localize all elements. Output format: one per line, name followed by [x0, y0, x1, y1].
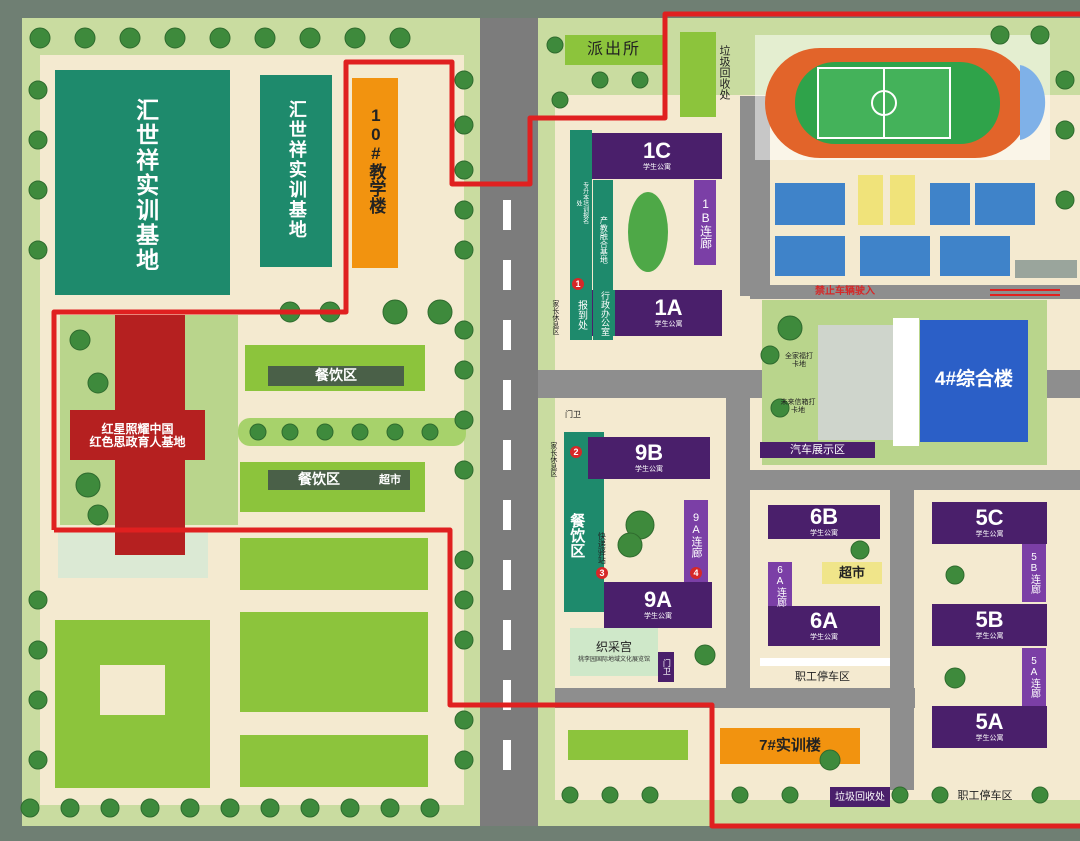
zhicai-label: 织采宫 桃李园国际地域文化展览馆	[570, 630, 658, 674]
corridor-9A-label: 9A连廊	[690, 512, 703, 558]
corridor-5A-label: 5A连廊	[1028, 656, 1040, 698]
police-station	[565, 35, 663, 65]
supermarket-right-label: 超市	[838, 564, 865, 580]
huishixiang-building-2	[260, 75, 332, 267]
car-display-label: 汽车展示区	[790, 443, 845, 456]
supermarket-left-label: 超市	[379, 473, 401, 486]
zhicai-name: 织采宫	[595, 639, 632, 654]
dining-lower-label: 餐饮区	[298, 471, 340, 488]
dorm-5A	[932, 706, 1047, 748]
dorm-1C-name: 1C	[642, 138, 672, 164]
corridor-5B	[1022, 544, 1046, 602]
dorm-9A-label: 9A 学生公寓	[604, 582, 712, 628]
huishixiang-building-1	[55, 70, 230, 295]
dorm-6B	[768, 505, 880, 539]
admin-office-label: 行政办公室	[599, 290, 610, 336]
supermarket-right	[822, 562, 882, 584]
dorm-9B-name: 9B	[634, 440, 664, 466]
training-7-label: 7#实训楼	[759, 736, 821, 754]
corridor-1B-label: 1B连廊	[698, 196, 713, 249]
dorm-6A	[768, 606, 880, 646]
dorm-5B-sub: 学生公寓	[975, 633, 1004, 641]
zhicai-palace	[570, 628, 658, 676]
corridor-6A	[768, 562, 792, 610]
industry-base-label: 产教融合基地	[599, 216, 609, 264]
dorm-9A-name: 9A	[643, 587, 673, 613]
dorm-1C-sub: 学生公寓	[643, 164, 671, 172]
teaching-building-10-label: 10#教学楼	[366, 106, 386, 214]
huishixiang-label-1: 汇世祥实训基地	[132, 97, 159, 273]
dorm-5B-name: 5B	[975, 607, 1004, 633]
marker-4: 4	[690, 567, 702, 579]
corridor-6A-label: 6A连廊	[774, 565, 786, 607]
dorm-6B-name: 6B	[809, 504, 839, 530]
gate-1-label: 门卫	[562, 406, 584, 424]
marker-1: 1	[572, 278, 584, 290]
dorm-5C-label: 5C 学生公寓	[932, 502, 1047, 544]
complex-4-label: 4#综合楼	[934, 368, 1014, 390]
huishixiang-label-2: 汇世祥实训基地	[286, 100, 307, 240]
red-star-base-building	[70, 315, 205, 555]
dorm-6B-label: 6B 学生公寓	[768, 505, 880, 539]
dorm-1A-label: 1A 学生公寓	[615, 290, 722, 336]
court	[775, 183, 845, 225]
dorm-5B	[932, 604, 1047, 646]
dorm-1A-name: 1A	[654, 295, 683, 321]
police-station-label: 派出所	[586, 41, 641, 59]
dorm-9A-sub: 学生公寓	[644, 613, 672, 621]
dorm-6A-sub: 学生公寓	[810, 634, 838, 642]
dorm-5C-sub: 学生公寓	[975, 531, 1004, 539]
dorm-9A	[604, 582, 712, 628]
express-label: 快递驿站	[597, 531, 607, 564]
parent-rest-2-label: 家长休息区	[549, 442, 557, 477]
dorm-9B-sub: 学生公寓	[635, 466, 663, 474]
route-boundary	[51, 11, 1080, 829]
dorm-9B	[588, 437, 710, 479]
red-star-label-line2: 红色思政育人基地	[89, 435, 186, 449]
marker-2: 2	[570, 446, 582, 458]
no-vehicle-label: 禁止车辆驶入	[815, 285, 875, 297]
recycle-point-top	[680, 32, 716, 117]
staff-parking-2-label: 职工停车区	[957, 789, 1013, 802]
dorm-6A-label: 6A 学生公寓	[768, 606, 880, 646]
small-signs-label: 专升本培训报名处	[575, 181, 588, 224]
dorm-5A-sub: 学生公寓	[975, 735, 1004, 743]
dorm-5A-label: 5A 学生公寓	[932, 706, 1047, 748]
report-office-label: 报到处	[575, 300, 587, 330]
staff-parking-1-label: 职工停车区	[795, 670, 850, 683]
dorm-1A-sub: 学生公寓	[654, 321, 683, 329]
dining-right-label: 餐饮区	[568, 512, 586, 558]
dorm-5C	[932, 502, 1047, 544]
dorm-6A-name: 6A	[809, 608, 839, 634]
corridor-5A	[1022, 648, 1046, 706]
teaching-building-10	[352, 78, 398, 268]
recycle-bottom-label: 垃圾回收处	[835, 791, 885, 803]
dorm-5C-name: 5C	[975, 505, 1004, 531]
parent-rest-1-label: 家长休息区	[551, 299, 559, 335]
red-star-label: 红星照耀中国 红色思政育人基地	[70, 414, 205, 458]
gate-2-label: 门卫	[658, 652, 674, 682]
dorm-6B-sub: 学生公寓	[810, 530, 838, 538]
recycle-top-label: 垃圾回收处	[718, 44, 731, 100]
corridor-1B	[694, 180, 716, 265]
dorm-1C	[592, 133, 722, 179]
checkin-1-label: 全家福打卡地	[785, 353, 813, 368]
red-star-label-line1: 红星照耀中国	[101, 421, 174, 436]
complex-building-4	[920, 320, 1028, 442]
dorm-5A-name: 5A	[975, 709, 1004, 735]
dining-upper-label: 餐饮区	[315, 367, 357, 384]
dorm-1C-label: 1C 学生公寓	[592, 133, 722, 179]
corridor-5B-label: 5B连廊	[1028, 552, 1040, 594]
dorm-9B-label: 9B 学生公寓	[588, 437, 710, 479]
marker-3: 3	[596, 567, 608, 579]
checkin-2-label: 未来信箱打卡地	[780, 399, 816, 414]
dorm-5B-label: 5B 学生公寓	[932, 604, 1047, 646]
zhicai-sub: 桃李园国际地域文化展览馆	[577, 656, 650, 663]
